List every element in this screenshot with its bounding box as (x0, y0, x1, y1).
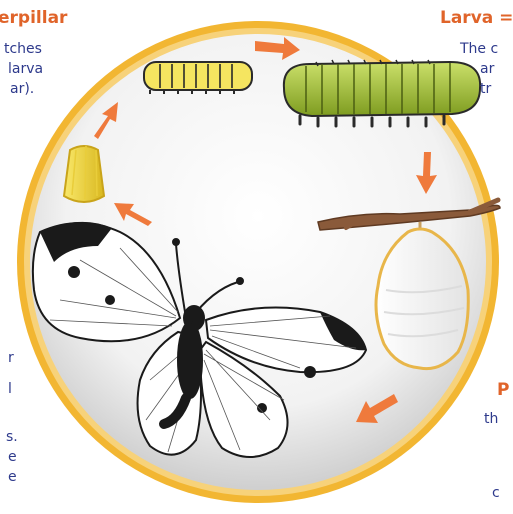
egg-icon (64, 146, 104, 202)
left-bottom-line-3: s. (6, 428, 18, 447)
left-bottom-line-2: l (8, 380, 12, 399)
heading-caterpillar: erpillar (0, 8, 67, 28)
left-bottom-line-1: r (8, 349, 14, 368)
left-top-line-2: larva (8, 60, 43, 79)
left-bottom-line-5: e (8, 468, 17, 487)
left-top-line-3: ar). (10, 80, 34, 99)
right-bottom-line-1: th (484, 410, 498, 429)
small-caterpillar-icon (144, 62, 252, 94)
heading-larva-text: Larva (440, 8, 493, 28)
larva-text-line-1: The c (460, 40, 498, 59)
heading-larva: Larva = (440, 8, 513, 28)
left-top-line-1: tches (4, 40, 42, 59)
larva-text-line-3: tr (480, 80, 491, 99)
larva-text-line-2: ar (480, 60, 494, 79)
left-bottom-line-4: e (8, 448, 17, 467)
heading-pupa: P (497, 380, 509, 400)
right-bottom-line-2: c (492, 484, 500, 503)
heading-larva-suffix: = (499, 8, 513, 28)
